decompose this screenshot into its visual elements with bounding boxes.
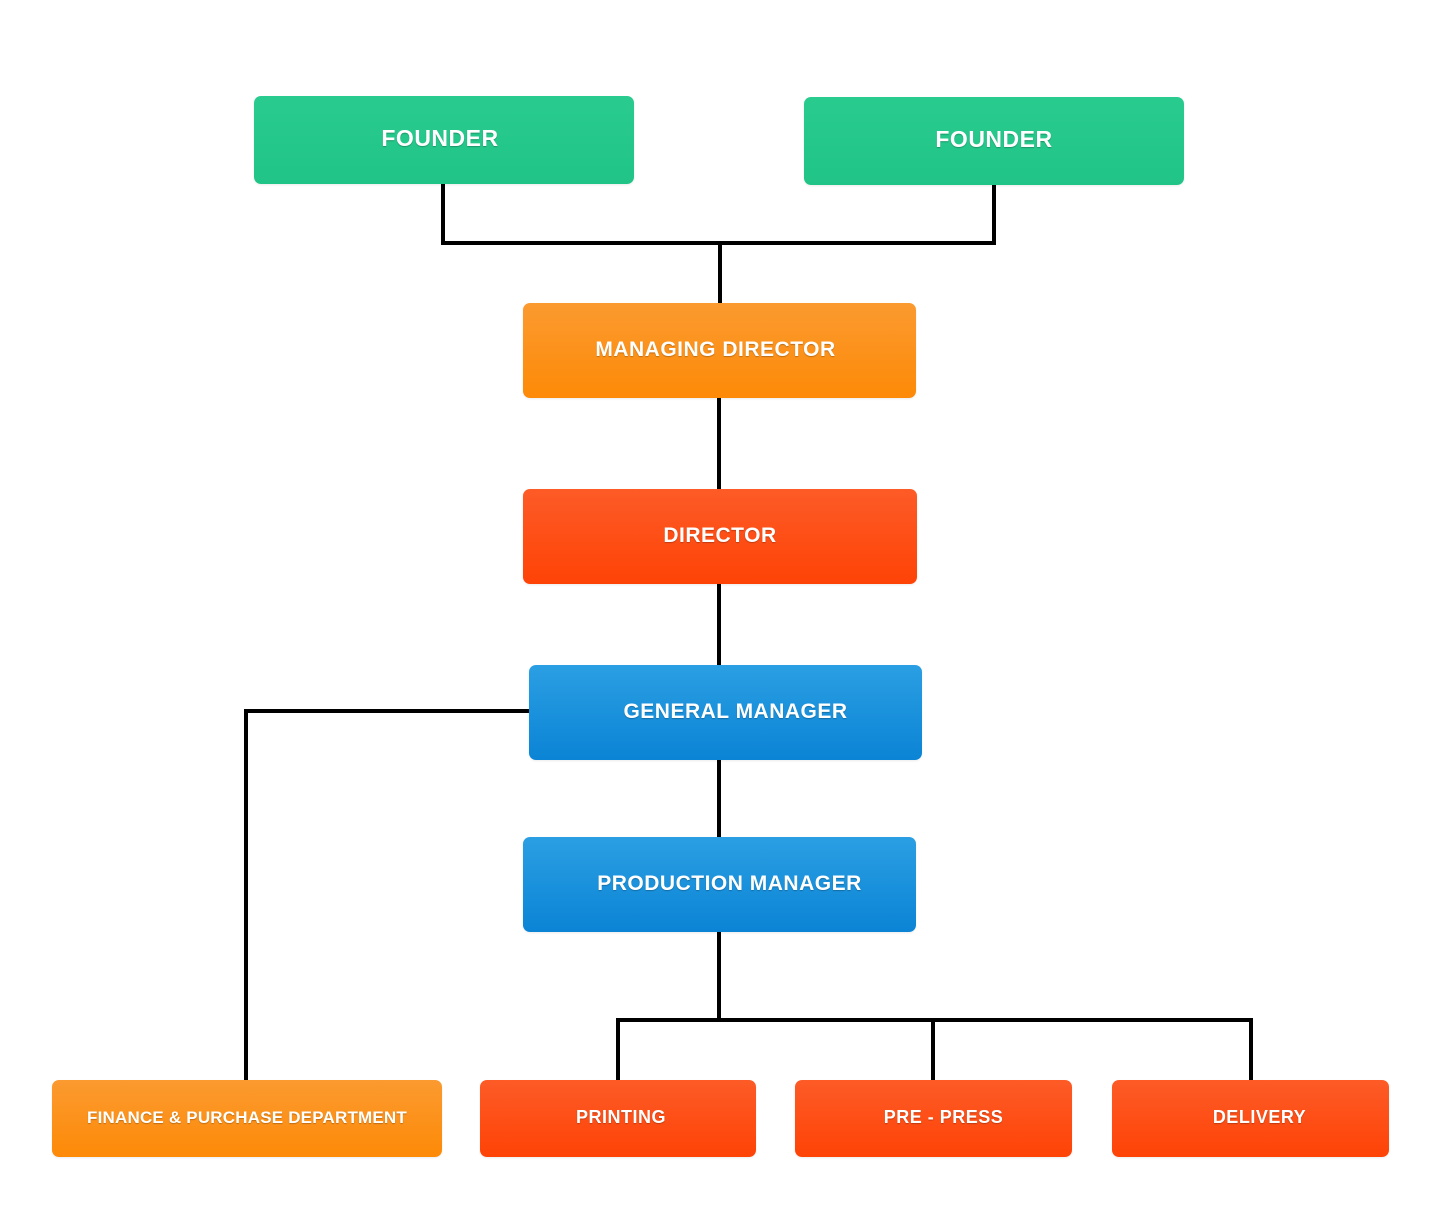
production-manager-box: PRODUCTION MANAGER [523,837,916,932]
production-manager-label: PRODUCTION MANAGER [597,871,862,895]
gm-to-finance-connector [244,709,531,1082]
delivery-label: DELIVERY [1212,1107,1307,1127]
delivery-box: DELIVERY [1112,1080,1389,1157]
general-manager-box: GENERAL MANAGER [529,665,922,760]
founder-box-left: FOUNDER [254,96,634,184]
managing-director-label: MANAGING DIRECTOR [595,337,836,361]
finance-purchase-box: FINANCE & PURCHASE DEPARTMENT [52,1080,442,1157]
founder-label-right: FOUNDER [935,126,1053,152]
finance-purchase-label: FINANCE & PURCHASE DEPARTMENT [87,1107,407,1127]
founder-box-right: FOUNDER [804,97,1184,185]
founder-label-left: FOUNDER [381,125,499,151]
managing-director-box: MANAGING DIRECTOR [523,303,916,398]
printing-box: PRINTING [480,1080,756,1157]
printing-label: PRINTING [575,1107,666,1127]
director-box: DIRECTOR [523,489,917,584]
general-manager-label: GENERAL MANAGER [623,699,848,723]
pre-press-label: PRE - PRESS [883,1107,1004,1127]
director-label: DIRECTOR [663,523,777,547]
founders-to-md-connector [441,182,996,245]
pre-press-box: PRE - PRESS [795,1080,1072,1157]
